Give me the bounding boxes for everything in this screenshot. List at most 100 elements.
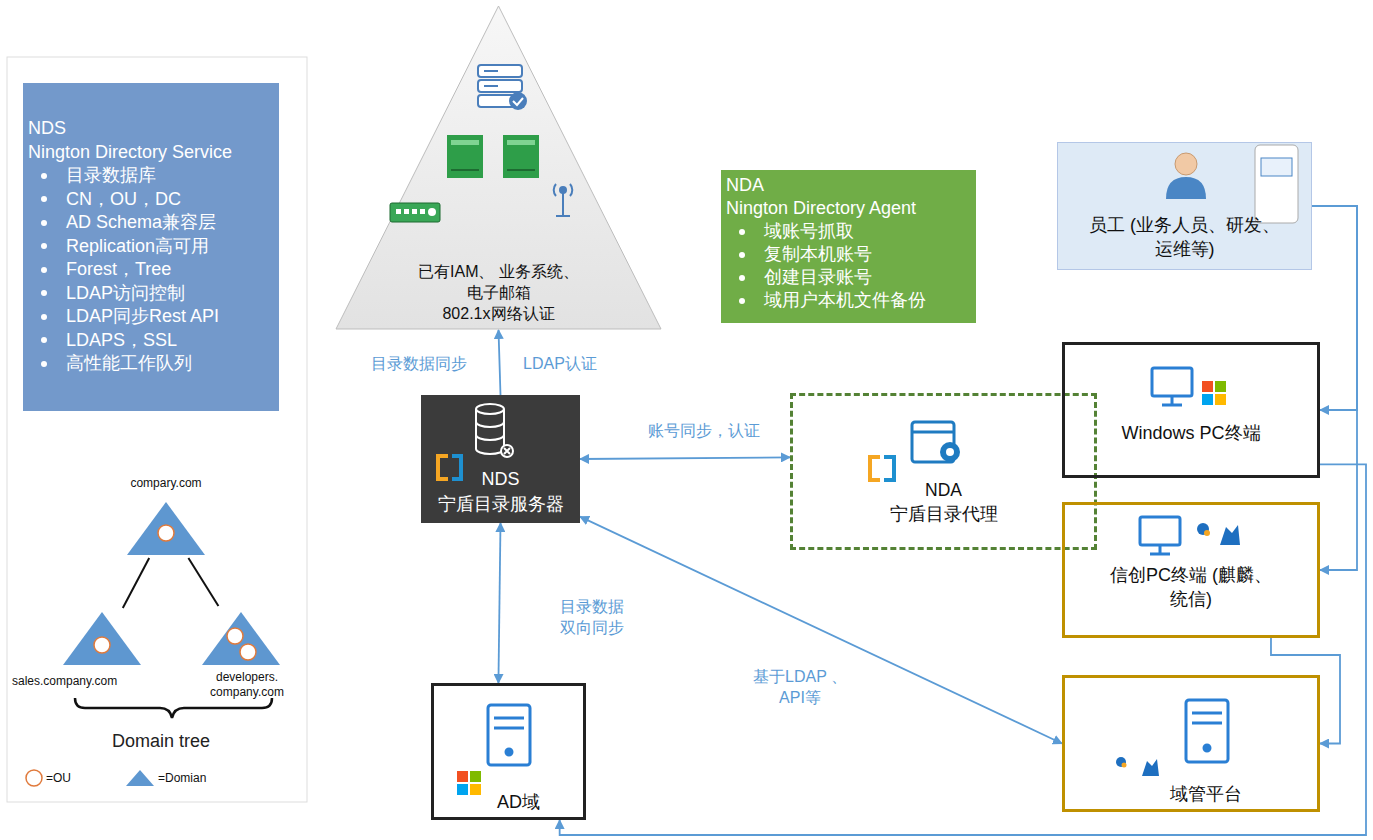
windows-logo <box>470 771 481 782</box>
agent-box: NDA 宁盾目录代理 <box>790 393 1097 550</box>
edge-label: 目录数据同步 <box>369 353 469 374</box>
green-server-icon <box>447 135 539 178</box>
node-text: 信创PC终端 (麒麟、统信) <box>1106 563 1276 611</box>
os-vendor-logo <box>1204 530 1210 536</box>
switch-icon <box>420 209 425 214</box>
wireless-icon <box>560 187 566 193</box>
ningdun-logo <box>438 456 448 479</box>
node-text: Nington Directory Service <box>28 141 232 165</box>
legend-item: =OU <box>24 768 71 788</box>
node-text: sales.company.com <box>12 674 117 689</box>
triangle-shape <box>336 6 661 329</box>
server-stack-icon <box>484 70 498 72</box>
database-icon <box>476 422 504 440</box>
monitor-icon <box>1152 368 1192 396</box>
triangle-shape <box>335 5 662 330</box>
windows-logo <box>470 784 481 795</box>
flow-arrow <box>560 464 1366 835</box>
os-vendor-logo <box>1122 763 1127 768</box>
server-stack-icon <box>478 80 522 92</box>
os-vendor-logo <box>1142 759 1159 776</box>
node-text: LDAP同步Rest API <box>28 305 219 329</box>
node-text: NDS 宁盾目录服务器 <box>426 467 576 517</box>
ningdun-logo <box>884 457 894 480</box>
green-server-icon <box>507 169 535 171</box>
domain-shape <box>127 502 205 555</box>
user-box: 员工 (业务人员、研发、运维等) <box>1057 142 1312 270</box>
node-text: 域用户本机文件备份 <box>726 289 926 312</box>
ou-circle <box>94 637 110 653</box>
legend-swatch <box>24 768 46 788</box>
server-stack-icon <box>509 92 527 110</box>
switch-icon <box>390 203 440 222</box>
node-text: NDS <box>28 117 66 141</box>
node-text: 创建目录账号 <box>726 266 872 289</box>
node-text: AD域 <box>497 790 540 814</box>
domain-shape <box>202 612 280 665</box>
ningdun-logo <box>438 456 894 480</box>
windows-logo <box>457 771 468 782</box>
ou-circle <box>227 628 243 644</box>
green-server-icon <box>447 135 483 178</box>
node-text: LDAPS，SSL <box>28 329 177 353</box>
legend-swatch <box>126 770 154 786</box>
flow-arrow <box>499 330 501 395</box>
flow-arrow <box>580 517 1062 744</box>
server-box: NDS 宁盾目录服务器 <box>421 395 580 523</box>
employee-icon <box>1255 145 1298 223</box>
employee-icon <box>1175 153 1197 175</box>
domain-triangle: developers. company.com <box>196 606 298 700</box>
windows-logo <box>457 381 1226 795</box>
database-icon <box>476 409 504 454</box>
ou-circle <box>240 644 256 660</box>
employee-icon <box>1261 158 1292 176</box>
database-icon <box>501 445 513 457</box>
server-icon <box>494 718 524 728</box>
domain-triangle: sales.company.com <box>8 608 148 694</box>
green-server-icon <box>507 140 535 145</box>
node-text: 目录数据库 <box>28 164 156 188</box>
employee-icon <box>1166 145 1298 223</box>
legend-text: =OU <box>46 771 71 785</box>
node-text: compary.com <box>130 476 201 491</box>
os-vendor-logo <box>1116 757 1126 767</box>
agent-window-icon <box>912 422 960 462</box>
switch-icon <box>428 208 436 216</box>
agent-window-icon <box>940 442 960 462</box>
systems-triangle: 已有IAM、 业务系统、电子邮箱 802.1x网络认证 <box>335 5 662 330</box>
windows-logo <box>1215 381 1226 392</box>
domain-box: AD域 <box>431 683 586 820</box>
edge-label: 账号同步，认证 <box>646 420 762 441</box>
database-icon <box>476 404 504 414</box>
switch-icon <box>390 203 440 222</box>
windows-logo <box>457 784 468 795</box>
edge-label: LDAP认证 <box>521 353 599 374</box>
node-text: Replication高可用 <box>28 235 209 259</box>
domain-shape <box>63 612 141 665</box>
green-server-icon <box>451 169 479 171</box>
server-icon <box>1204 745 1210 751</box>
node-text: 域管平台 <box>1170 782 1242 806</box>
domain-bracket <box>75 698 272 718</box>
legend-swatch <box>26 770 42 786</box>
node-text: 员工 (业务人员、研发、运维等) <box>1065 213 1305 261</box>
ou-circle <box>158 525 174 541</box>
switch-icon <box>396 209 401 214</box>
agent-window-icon <box>912 431 954 434</box>
platform-box: 域管平台 <box>1062 675 1320 812</box>
server-icon <box>506 749 512 755</box>
server-icon <box>1192 713 1222 723</box>
legend-swatch <box>124 768 158 788</box>
windows-logo <box>1202 381 1213 392</box>
server-stack-icon <box>478 65 522 77</box>
agent-window-icon <box>912 422 954 462</box>
monitor-icon <box>1140 368 1192 554</box>
node-text: 高性能工作队列 <box>28 352 192 376</box>
domain-triangle: compary.com <box>110 474 222 558</box>
switch-icon <box>404 209 409 214</box>
feature-box: NDSNington Directory Service目录数据库CN，OU，D… <box>23 83 279 411</box>
node-text: Forest，Tree <box>28 258 171 282</box>
employee-icon <box>1166 177 1206 199</box>
flow-arrow <box>1271 638 1340 744</box>
left-panel <box>7 57 307 802</box>
